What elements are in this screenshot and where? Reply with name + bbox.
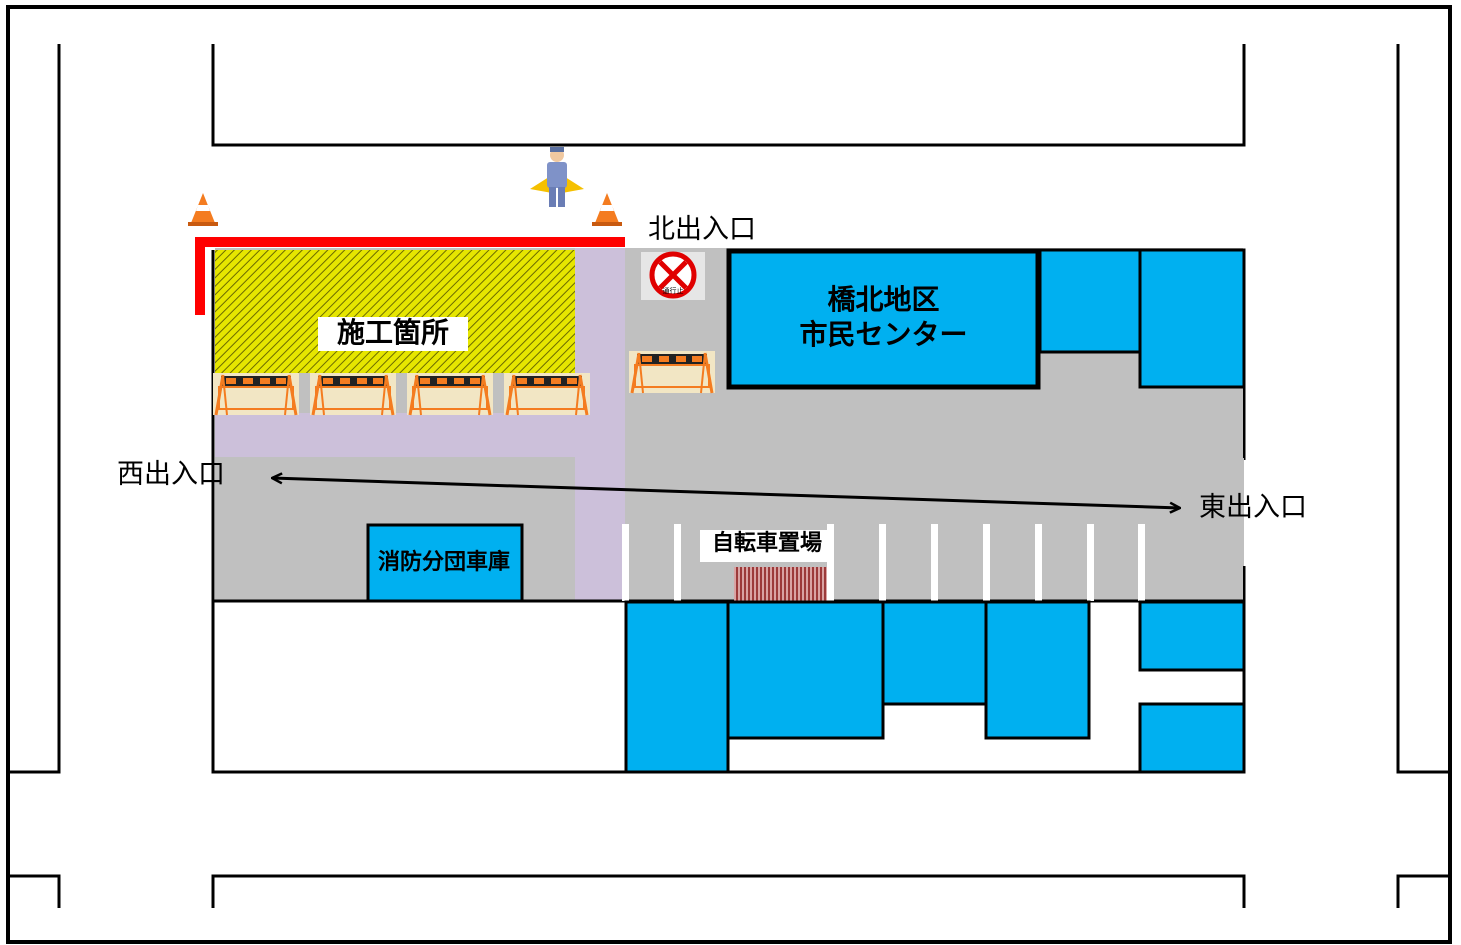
barrier-fence: [195, 237, 625, 315]
flagman-icon: [530, 147, 584, 207]
bicycle-parking-area: [734, 567, 827, 601]
construction-label-bg: [318, 317, 468, 351]
civic-center-building: [726, 248, 1041, 390]
barricade-icon: [627, 349, 717, 395]
fire-garage-building: [366, 523, 524, 603]
building-se-2: [1138, 702, 1246, 774]
bicycle-parking-label: 自転車置場: [711, 531, 822, 556]
barricade-icon: [308, 371, 398, 417]
fire-garage-label: 消防分団車庫: [377, 550, 510, 575]
building-s-4: [984, 600, 1091, 740]
construction-site-label: 施工箇所: [336, 316, 449, 349]
east-entrance-label: 東出入口: [1199, 492, 1307, 523]
bicycle-label-bg: [700, 530, 834, 562]
barricade-icon: [211, 371, 301, 417]
building-s-2: [726, 600, 885, 740]
north-entrance-label: 北出入口: [648, 214, 756, 245]
civic-center-label-line1: 橋北地区: [827, 283, 940, 316]
construction-zone: [215, 250, 575, 373]
walkway: [215, 248, 625, 601]
double-arrow-icon: [272, 478, 1180, 508]
buildings: [366, 248, 1246, 774]
barricade-icon: [405, 371, 495, 417]
no-entry-sign-icon: 通行止: [641, 251, 705, 300]
building-ne-1: [1038, 248, 1142, 354]
barricade-icon: [502, 371, 592, 417]
no-entry-sign-text: 通行止: [663, 286, 684, 295]
building-s-3: [881, 600, 988, 706]
building-s-1: [624, 600, 730, 774]
west-entrance-label: 西出入口: [117, 459, 225, 490]
building-ne-2: [1138, 248, 1246, 389]
building-se-1: [1138, 600, 1246, 672]
civic-center-label-line2: 市民センター: [799, 318, 968, 351]
parking-stripes: [622, 524, 1145, 601]
